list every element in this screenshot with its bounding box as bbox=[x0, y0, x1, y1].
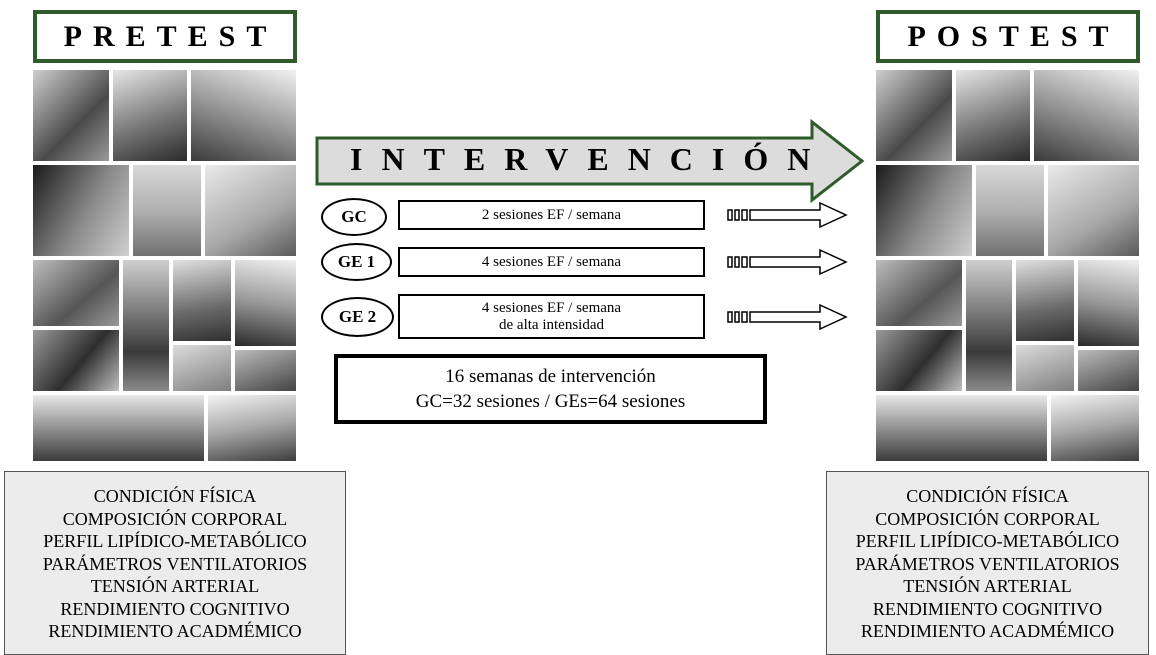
group-gc-arrow bbox=[727, 201, 848, 229]
photo-blood-pressure bbox=[874, 68, 954, 163]
photo-student-door bbox=[1076, 258, 1141, 348]
photo-skinfold-arm bbox=[203, 163, 298, 258]
photo-test-tubes bbox=[954, 68, 1032, 163]
photo-student-door bbox=[233, 258, 298, 348]
group-ge1-arrow bbox=[727, 248, 848, 276]
intervention-label: INTERVENCIÓN bbox=[350, 141, 830, 177]
outcome-item: RENDIMIENTO COGNITIVO bbox=[872, 598, 1103, 619]
outcome-item: COMPOSICIÓN CORPORAL bbox=[62, 508, 288, 529]
photo-flexibility bbox=[874, 258, 964, 328]
outcome-item: PERFIL LIPÍDICO-METABÓLICO bbox=[43, 531, 307, 551]
outcome-item: RENDIMIENTO ACADMÉMICO bbox=[48, 621, 302, 641]
photo-sprint bbox=[31, 328, 121, 393]
group-ge1-ellipse: GE 1 bbox=[321, 243, 392, 281]
outcome-item: TENSIÓN ARTERIAL bbox=[903, 576, 1072, 596]
group-ge2-description: 4 sesiones EF / semana de alta intensida… bbox=[398, 294, 705, 339]
outcome-item: PERFIL LIPÍDICO-METABÓLICO bbox=[855, 531, 1120, 551]
photo-spirometry bbox=[874, 163, 974, 258]
photo-blood-test bbox=[189, 68, 298, 163]
outcome-item: TENSIÓN ARTERIAL bbox=[90, 576, 260, 596]
photo-flexibility bbox=[31, 258, 121, 328]
photo-hand-test bbox=[1014, 343, 1076, 393]
group-ge2-desc-line2: de alta intensidad bbox=[499, 316, 604, 333]
postest-outcomes-box: CONDICIÓN FÍSICA COMPOSICIÓN CORPORAL PE… bbox=[826, 471, 1149, 655]
photo-group-running bbox=[31, 393, 206, 463]
photo-sprint bbox=[874, 328, 964, 393]
postest-photo-collage bbox=[874, 68, 1141, 463]
photo-blood-pressure bbox=[31, 68, 111, 163]
group-gc-desc-line1: 2 sesiones EF / semana bbox=[481, 206, 622, 223]
group-gc-ellipse: GC bbox=[321, 198, 387, 236]
photo-dynamometer bbox=[1014, 258, 1076, 343]
outcome-item: CONDICIÓN FÍSICA bbox=[93, 486, 257, 506]
photo-classroom bbox=[1049, 393, 1141, 463]
outcome-item: CONDICIÓN FÍSICA bbox=[906, 486, 1069, 506]
photo-student-standing bbox=[121, 258, 171, 393]
outcome-item: RENDIMIENTO ACADMÉMICO bbox=[860, 621, 1115, 641]
summary-sessions: GC=32 sesiones / GEs=64 sesiones bbox=[415, 391, 686, 412]
group-ge1-desc-line1: 4 sesiones EF / semana bbox=[481, 253, 622, 270]
outcome-item: RENDIMIENTO COGNITIVO bbox=[60, 598, 290, 619]
photo-small bbox=[1076, 348, 1141, 393]
group-ge2-arrow bbox=[727, 303, 848, 331]
group-ge1-description: 4 sesiones EF / semana bbox=[398, 247, 705, 277]
pretest-outcomes-box: CONDICIÓN FÍSICA COMPOSICIÓN CORPORAL PE… bbox=[4, 471, 346, 655]
outcome-item: PARÁMETROS VENTILATORIOS bbox=[42, 553, 308, 574]
photo-small bbox=[233, 348, 298, 393]
photo-test-tubes bbox=[111, 68, 189, 163]
pretest-title: PRETEST bbox=[33, 10, 297, 63]
photo-hand-test bbox=[171, 343, 233, 393]
outcome-item: COMPOSICIÓN CORPORAL bbox=[875, 508, 1100, 529]
photo-dynamometer bbox=[171, 258, 233, 343]
photo-skinfold-back bbox=[131, 163, 203, 258]
group-ge2-ellipse: GE 2 bbox=[321, 297, 394, 337]
photo-skinfold-back bbox=[974, 163, 1046, 258]
photo-group-running bbox=[874, 393, 1049, 463]
summary-duration: 16 semanas de intervención bbox=[445, 366, 656, 387]
group-gc-description: 2 sesiones EF / semana bbox=[398, 200, 705, 230]
group-ge2-desc-line1: 4 sesiones EF / semana bbox=[481, 299, 622, 316]
photo-blood-test bbox=[1032, 68, 1141, 163]
outcome-item: PARÁMETROS VENTILATORIOS bbox=[855, 553, 1120, 574]
photo-classroom bbox=[206, 393, 298, 463]
photo-student-standing bbox=[964, 258, 1014, 393]
pretest-photo-collage bbox=[31, 68, 298, 463]
intervention-arrow bbox=[315, 118, 865, 204]
photo-skinfold-arm bbox=[1046, 163, 1141, 258]
photo-spirometry bbox=[31, 163, 131, 258]
intervention-summary-box: 16 semanas de intervención GC=32 sesione… bbox=[334, 354, 767, 424]
postest-title: POSTEST bbox=[876, 10, 1140, 63]
